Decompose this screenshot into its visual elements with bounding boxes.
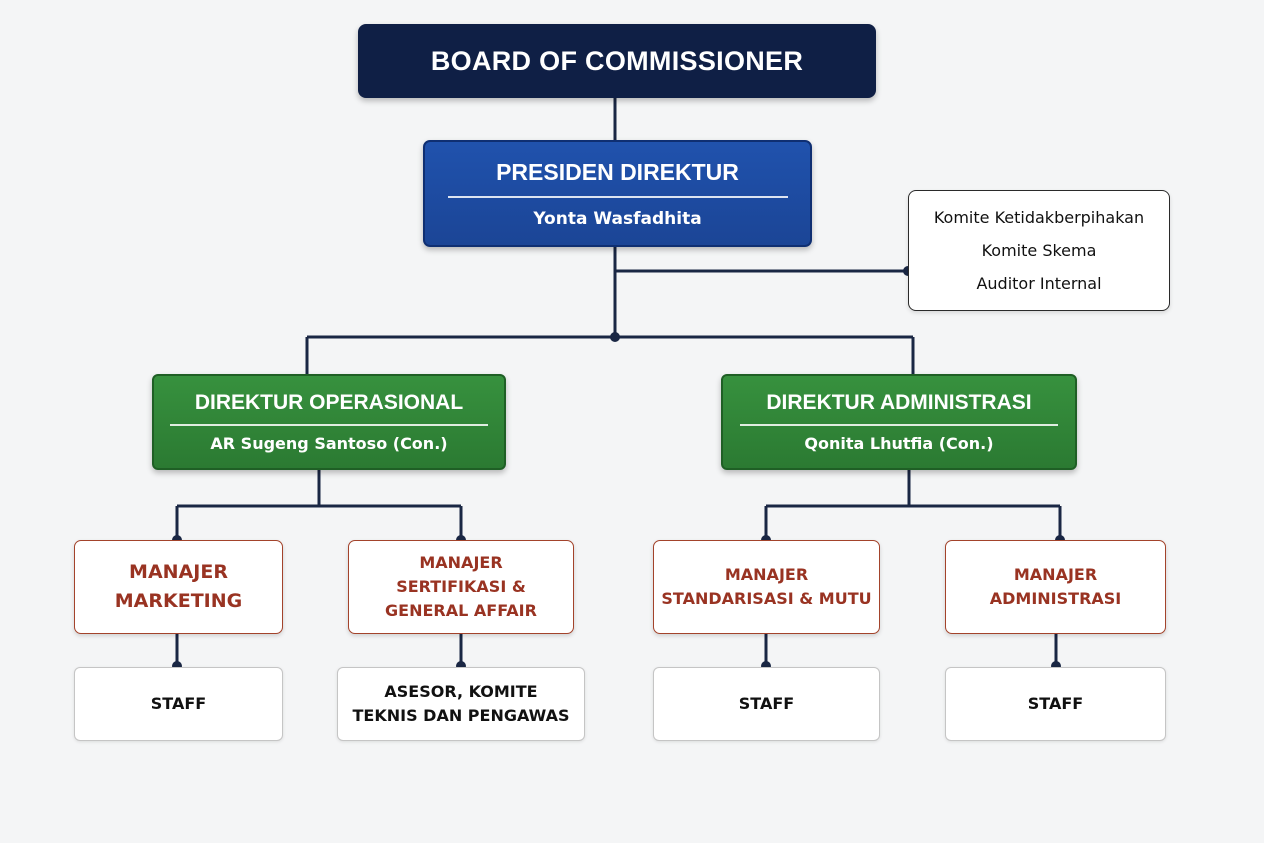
komite-line: Komite Ketidakberpihakan — [933, 208, 1145, 227]
staff-line: ASESOR, KOMITE — [384, 682, 538, 701]
staff-standarisasi-node: STAFF — [653, 667, 880, 741]
manajer-standarisasi-node: MANAJER STANDARISASI & MUTU — [653, 540, 880, 634]
manajer-line: MANAJER — [129, 561, 228, 583]
staff-administrasi-node: STAFF — [945, 667, 1166, 741]
staff-line: STAFF — [738, 694, 795, 713]
manajer-line: STANDARISASI & MUTU — [661, 589, 872, 608]
board-title: BOARD OF COMMISSIONER — [430, 45, 804, 76]
staff-line: STAFF — [150, 694, 207, 713]
manajer-sertifikasi-node: MANAJER SERTIFIKASI & GENERAL AFFAIR — [348, 540, 574, 634]
manajer-line: GENERAL AFFAIR — [385, 601, 537, 620]
direktur-operasional-node: DIREKTUR OPERASIONAL AR Sugeng Santoso (… — [152, 374, 506, 470]
manajer-line: MANAJER — [419, 553, 503, 572]
staff-marketing-node: STAFF — [74, 667, 283, 741]
direktur-administrasi-name: Qonita Lhutfia (Con.) — [804, 434, 994, 453]
staff-line: STAFF — [1027, 694, 1084, 713]
presiden-divider — [447, 195, 788, 198]
manajer-line: SERTIFIKASI & — [396, 577, 526, 596]
direktur-operasional-name: AR Sugeng Santoso (Con.) — [210, 434, 448, 453]
presiden-name: Yonta Wasfadhita — [533, 208, 702, 229]
direktur-administrasi-divider — [740, 424, 1058, 426]
presiden-direktur-node: PRESIDEN DIREKTUR Yonta Wasfadhita — [423, 140, 812, 247]
direktur-operasional-title: DIREKTUR OPERASIONAL — [194, 391, 464, 414]
manajer-line: MANAJER — [1013, 565, 1098, 584]
connector-dot — [610, 332, 620, 342]
presiden-title: PRESIDEN DIREKTUR — [496, 158, 739, 185]
board-of-commissioner-node: BOARD OF COMMISSIONER — [358, 24, 876, 98]
komite-line: Auditor Internal — [976, 274, 1102, 293]
manajer-administrasi-node: MANAJER ADMINISTRASI — [945, 540, 1166, 634]
manajer-marketing-node: MANAJER MARKETING — [74, 540, 283, 634]
staff-line: TEKNIS DAN PENGAWAS — [352, 706, 570, 725]
komite-line: Komite Skema — [981, 241, 1097, 260]
direktur-administrasi-node: DIREKTUR ADMINISTRASI Qonita Lhutfia (Co… — [721, 374, 1077, 470]
manajer-line: ADMINISTRASI — [989, 589, 1122, 608]
direktur-operasional-divider — [170, 424, 488, 426]
komite-node: Komite Ketidakberpihakan Komite Skema Au… — [908, 190, 1170, 311]
direktur-administrasi-title: DIREKTUR ADMINISTRASI — [766, 391, 1032, 414]
asesor-komite-node: ASESOR, KOMITE TEKNIS DAN PENGAWAS — [337, 667, 585, 741]
manajer-line: MARKETING — [114, 590, 243, 612]
manajer-line: MANAJER — [724, 565, 809, 584]
